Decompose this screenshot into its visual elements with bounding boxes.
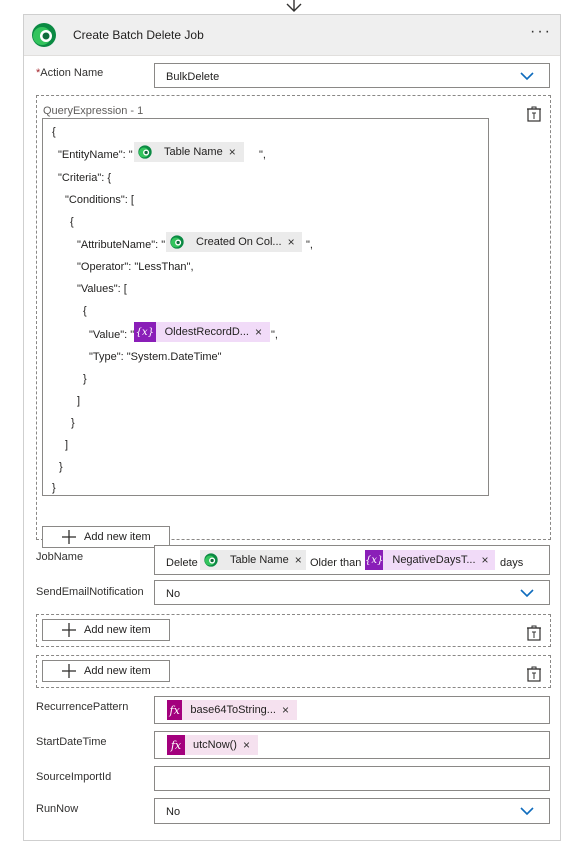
add-new-item-button[interactable]: Add new item [42, 619, 170, 641]
plus-icon [62, 623, 76, 637]
code-line: "Values": [ [77, 283, 127, 295]
token-label: utcNow() [192, 739, 237, 751]
remove-token-icon[interactable]: × [481, 553, 489, 567]
action-name-label: *Action Name [36, 67, 103, 79]
remove-token-icon[interactable]: × [254, 325, 262, 339]
dataverse-logo-icon [32, 23, 56, 47]
required-marker: * [36, 67, 41, 79]
array-item-group: Add new item [36, 614, 551, 647]
code-line: { [70, 216, 74, 228]
delete-item-icon[interactable] [526, 625, 542, 641]
expression-icon: fx [167, 700, 183, 720]
source-import-id-input[interactable] [154, 766, 550, 791]
code-line: } [52, 482, 56, 494]
remove-token-icon[interactable]: × [287, 235, 295, 249]
remove-token-icon[interactable]: × [242, 738, 250, 752]
query-expression-title: QueryExpression - 1 [43, 105, 144, 117]
add-new-item-button[interactable]: Add new item [42, 526, 170, 548]
code-line: } [59, 461, 63, 473]
code-line: "EntityName": " [58, 149, 133, 161]
array-item-group: Add new item [36, 655, 551, 688]
remove-token-icon[interactable]: × [294, 553, 302, 567]
code-line: "Conditions": [ [65, 194, 134, 206]
code-line: { [83, 305, 87, 317]
variable-icon: {x} [365, 550, 384, 570]
action-title: Create Batch Delete Job [73, 28, 204, 42]
token-label: base64ToString... [190, 704, 276, 716]
remove-token-icon[interactable]: × [228, 145, 236, 159]
action-name-label-text: Action Name [40, 67, 104, 79]
token-label: Table Name [230, 554, 289, 566]
token-table-name[interactable]: Table Name × [200, 550, 306, 570]
run-now-dropdown[interactable]: No [154, 798, 550, 824]
send-email-dropdown[interactable]: No [154, 580, 550, 605]
code-line: "Criteria": { [58, 172, 112, 184]
code-line: ", [271, 329, 278, 341]
token-table-name[interactable]: Table Name × [134, 142, 244, 162]
send-email-label: SendEmailNotification [36, 586, 144, 598]
source-import-id-label: SourceImportId [36, 771, 112, 783]
add-new-item-button[interactable]: Add new item [42, 660, 170, 682]
send-email-value: No [166, 588, 181, 600]
add-new-item-label: Add new item [84, 665, 151, 677]
dataverse-logo-icon [170, 235, 184, 249]
token-label: Table Name [164, 146, 223, 158]
add-new-item-label: Add new item [84, 624, 151, 636]
token-utcnow-expression[interactable]: fx utcNow() × [167, 735, 258, 755]
code-line: "Value": " [89, 329, 135, 341]
job-name-text: Delete [166, 557, 198, 569]
code-line: ", [306, 239, 313, 251]
add-new-item-label: Add new item [84, 531, 151, 543]
chevron-down-icon[interactable] [520, 806, 534, 816]
token-negative-days[interactable]: {x} NegativeDaysT... × [365, 550, 495, 570]
run-now-label: RunNow [36, 803, 79, 815]
code-line: "Operator": "LessThan", [77, 261, 194, 273]
code-line: ", [259, 149, 266, 161]
action-name-dropdown[interactable]: BulkDelete [154, 63, 550, 88]
dataverse-logo-icon [204, 553, 218, 567]
token-created-on-column[interactable]: Created On Col... × [166, 232, 302, 252]
dataverse-logo-icon [138, 145, 152, 159]
variable-icon: {x} [134, 322, 156, 342]
start-date-time-input[interactable]: fx utcNow() × [154, 731, 550, 759]
job-name-label: JobName [36, 551, 84, 563]
action-card: Create Batch Delete Job ··· *Action Name… [23, 14, 561, 841]
chevron-down-icon[interactable] [520, 588, 534, 598]
action-name-value: BulkDelete [166, 71, 220, 83]
token-label: Created On Col... [196, 236, 282, 248]
recurrence-pattern-input[interactable]: fx base64ToString... × [154, 696, 550, 724]
job-name-text: Older than [310, 557, 362, 569]
query-expression-group: QueryExpression - 1 { "EntityName": " Ta… [36, 95, 551, 548]
run-now-value: No [166, 806, 181, 818]
query-expression-editor[interactable]: { "EntityName": " Table Name × ", "Crite… [42, 118, 489, 496]
code-line: } [83, 373, 87, 385]
flow-connector-arrow-icon [286, 0, 302, 12]
code-line: "AttributeName": " [77, 239, 166, 251]
more-options-icon[interactable]: ··· [530, 23, 552, 40]
recurrence-pattern-label: RecurrencePattern [36, 701, 129, 713]
token-label: NegativeDaysT... [392, 554, 476, 566]
remove-token-icon[interactable]: × [281, 703, 289, 717]
token-base64-expression[interactable]: fx base64ToString... × [167, 700, 297, 720]
delete-item-icon[interactable] [526, 666, 542, 682]
code-line: ] [77, 395, 81, 407]
start-date-time-label: StartDateTime [36, 736, 107, 748]
code-line: { [52, 126, 56, 138]
code-line: ] [65, 439, 69, 451]
job-name-input[interactable]: Delete Table Name × Older than {x} Negat… [154, 545, 550, 575]
job-name-text: days [500, 557, 524, 569]
code-line: } [71, 417, 75, 429]
plus-icon [62, 530, 76, 544]
code-line: "Type": "System.DateTime" [89, 351, 222, 363]
plus-icon [62, 664, 76, 678]
action-card-header[interactable]: Create Batch Delete Job ··· [24, 15, 560, 56]
token-label: OldestRecordD... [164, 326, 249, 338]
delete-item-icon[interactable] [526, 106, 542, 122]
token-oldest-record-date[interactable]: {x} OldestRecordD... × [134, 322, 270, 342]
chevron-down-icon[interactable] [520, 71, 534, 81]
expression-icon: fx [167, 735, 185, 755]
